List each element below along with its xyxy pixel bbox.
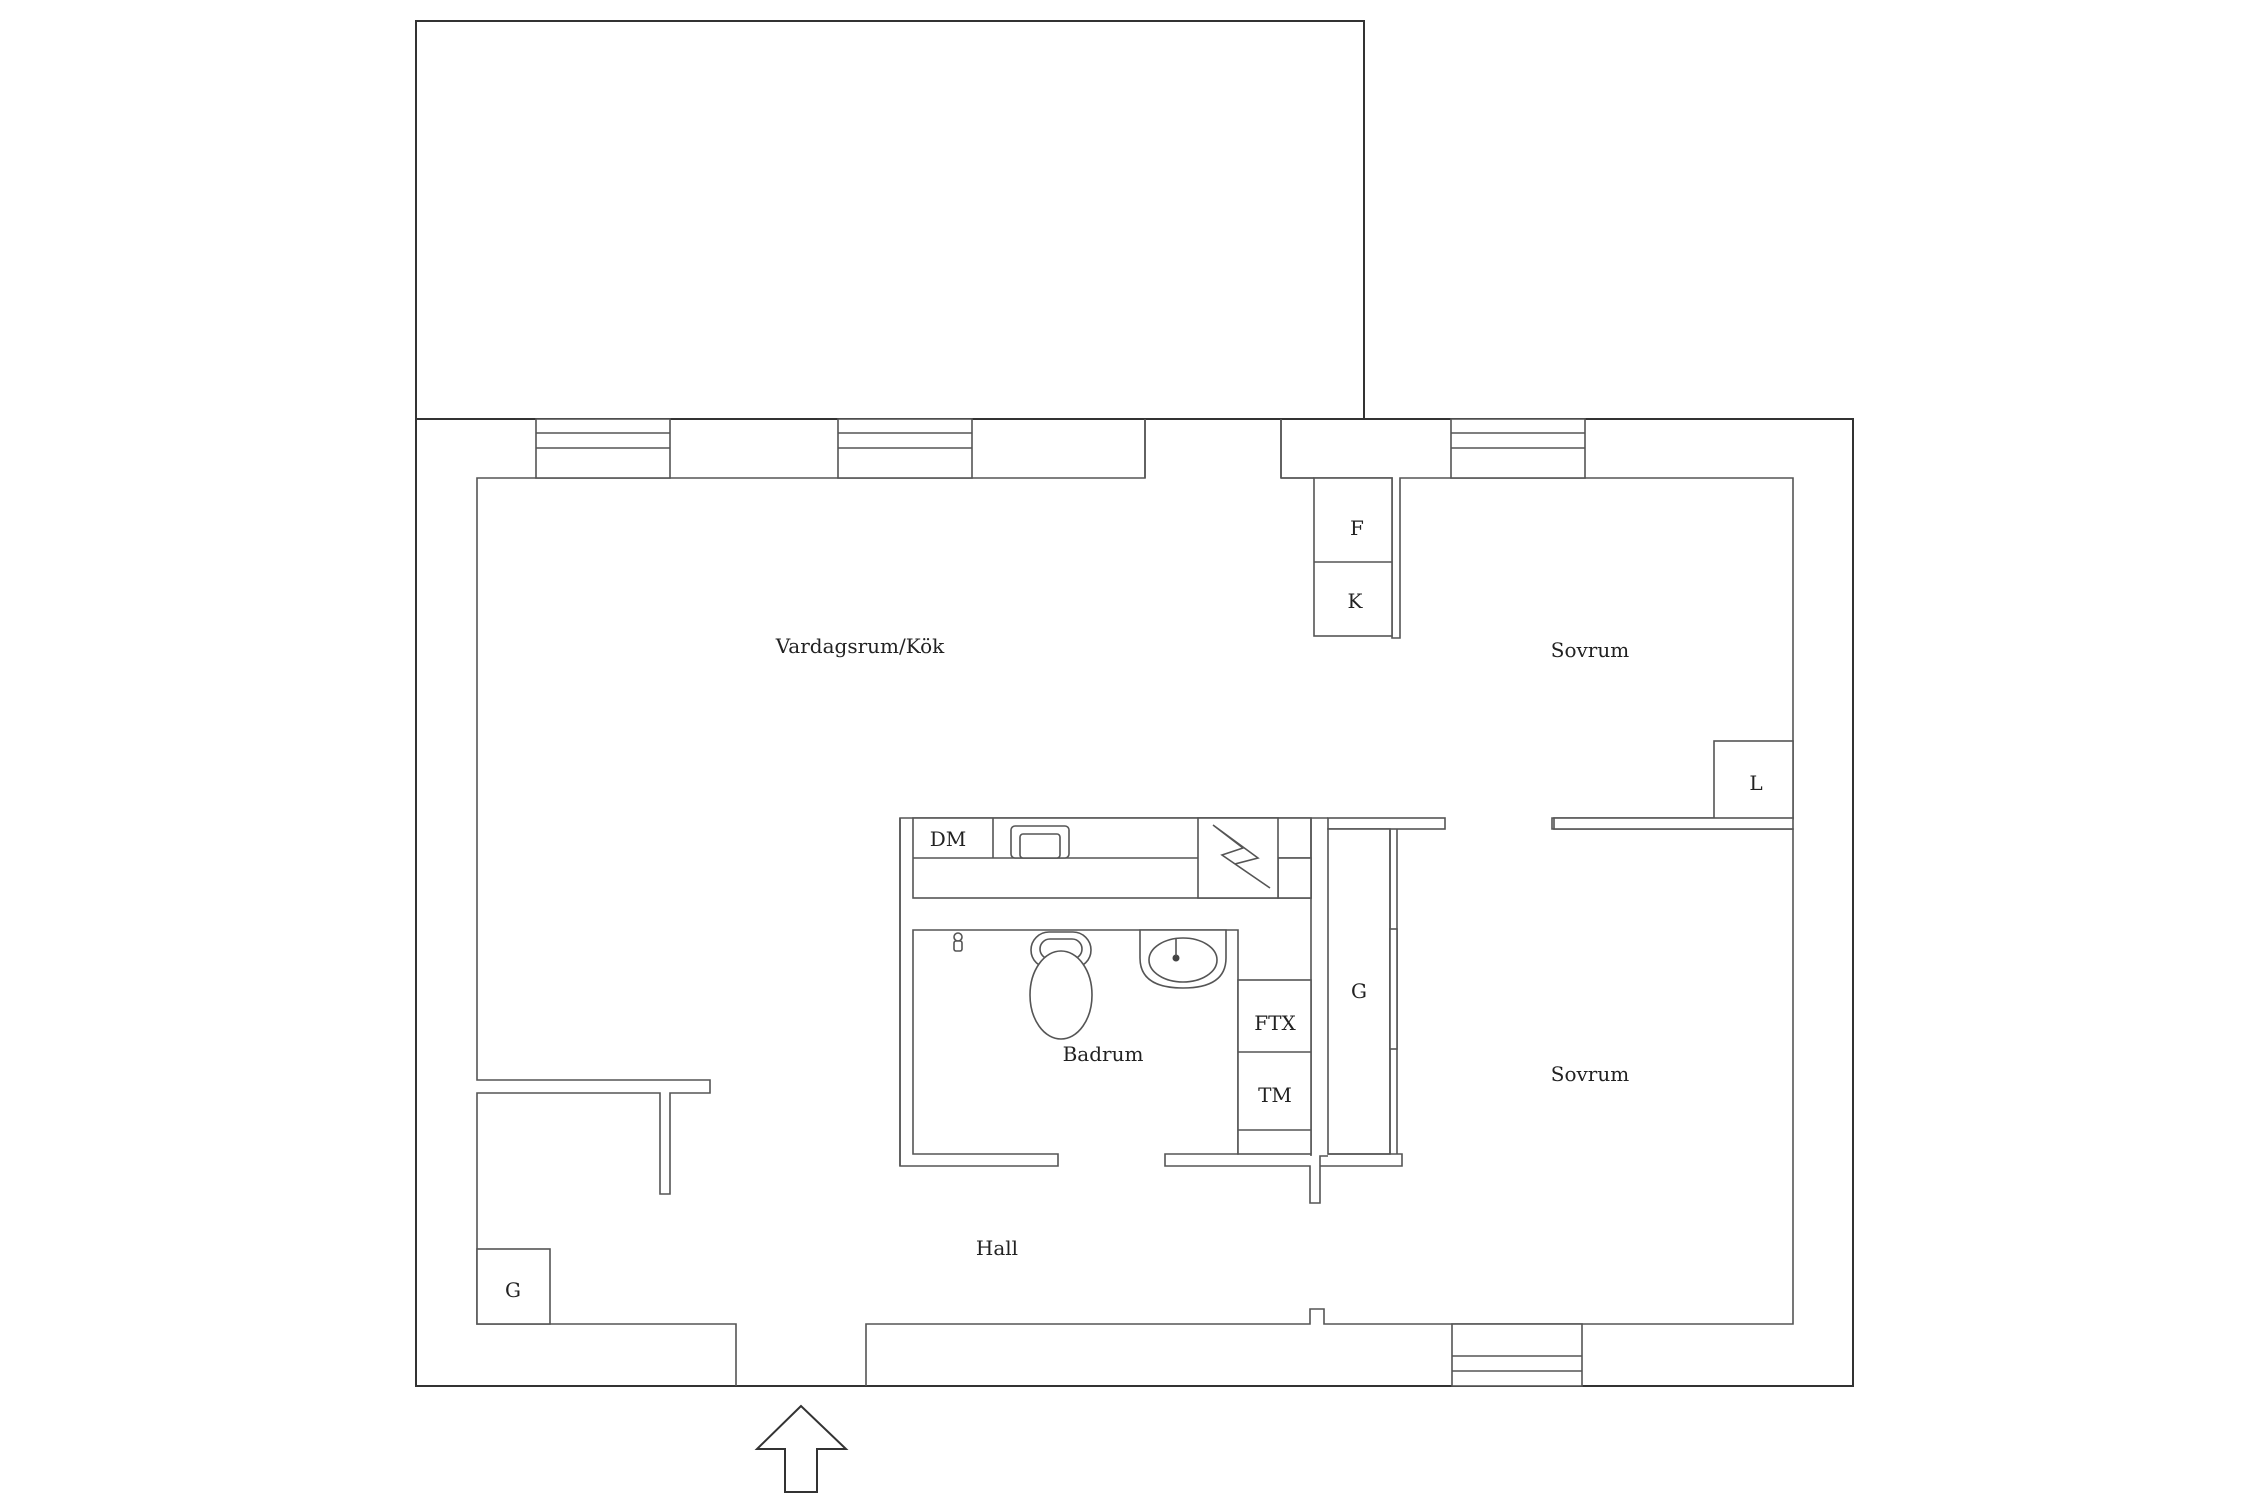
washing-machine-label: TM [1258,1083,1292,1107]
window-4 [1451,1323,1583,1387]
wardrobe-bedroom-label: G [1351,979,1367,1003]
room-label-living-kitchen: Vardagsrum/Kök [775,634,945,658]
window-1 [535,418,671,479]
washbasin-icon [1139,929,1227,989]
freezer-label: K [1348,589,1364,613]
windows [535,418,1586,1387]
wardrobe-hall-label: G [505,1278,521,1302]
bedroom-divider-wall [1327,817,1794,830]
fridge-freezer [1313,477,1393,637]
exterior-walls [415,418,1854,1387]
room-label-hall: Hall [976,1236,1018,1260]
hall-wardrobe [476,1248,551,1325]
ftx-label: FTX [1254,1011,1296,1035]
entrance-arrow-icon [754,1404,849,1493]
linen-closet-label: L [1749,771,1762,795]
fridge-label: F [1350,516,1364,540]
balcony [415,20,1365,419]
room-label-bedroom-lower: Sovrum [1551,1062,1629,1086]
window-3 [1450,418,1586,479]
kitchen-sink-icon [1010,825,1070,859]
window-2 [837,418,973,479]
dishwasher-label: DM [930,827,967,851]
toilet-icon [1029,931,1093,1040]
stove-icon [1197,817,1279,899]
shower-icon [953,932,963,952]
room-label-bedroom-upper: Sovrum [1551,638,1629,662]
room-label-bathroom: Badrum [1063,1042,1144,1066]
core-block [899,817,1403,1204]
